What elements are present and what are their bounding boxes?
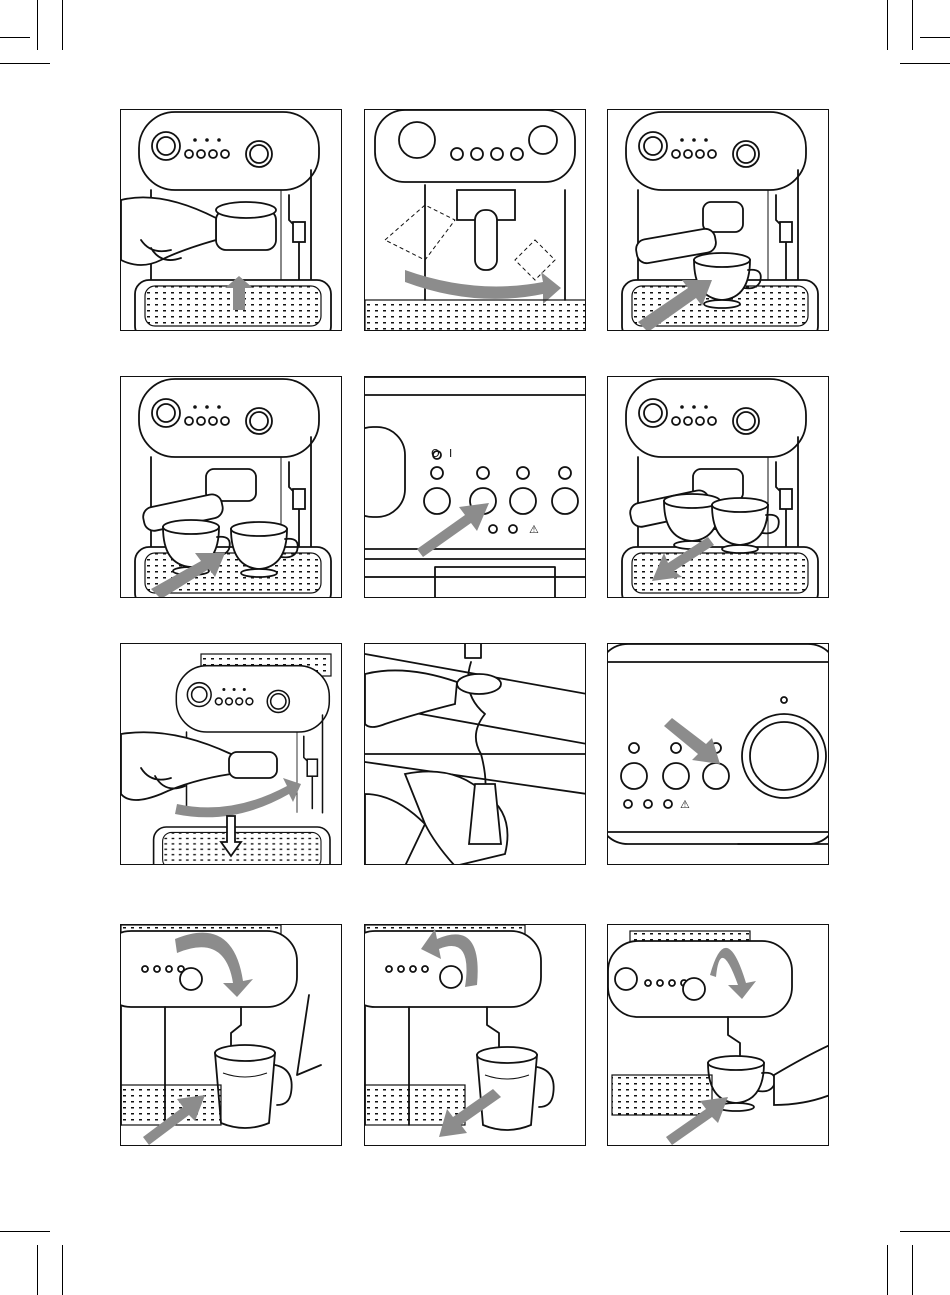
figure-10 [120, 924, 342, 1146]
power-label-off: O [431, 447, 440, 460]
figure-3 [607, 109, 829, 331]
figure-12 [607, 924, 829, 1146]
figure-11 [364, 924, 586, 1146]
figure-1 [120, 109, 342, 331]
figure-6 [607, 376, 829, 598]
warning-icon: ⚠ [529, 523, 539, 536]
arrow-tip-over-icon [175, 778, 301, 817]
figure-8 [364, 643, 586, 865]
figure-5: O I ⚠ [364, 376, 586, 598]
figure-7 [120, 643, 342, 865]
figure-2 [364, 109, 586, 331]
figure-9: ⚠ [607, 643, 829, 865]
arrow-rotate-right-icon [405, 270, 561, 304]
figure-4 [120, 376, 342, 598]
warning-icon-2: ⚠ [680, 798, 690, 811]
power-label-on: I [449, 447, 452, 460]
